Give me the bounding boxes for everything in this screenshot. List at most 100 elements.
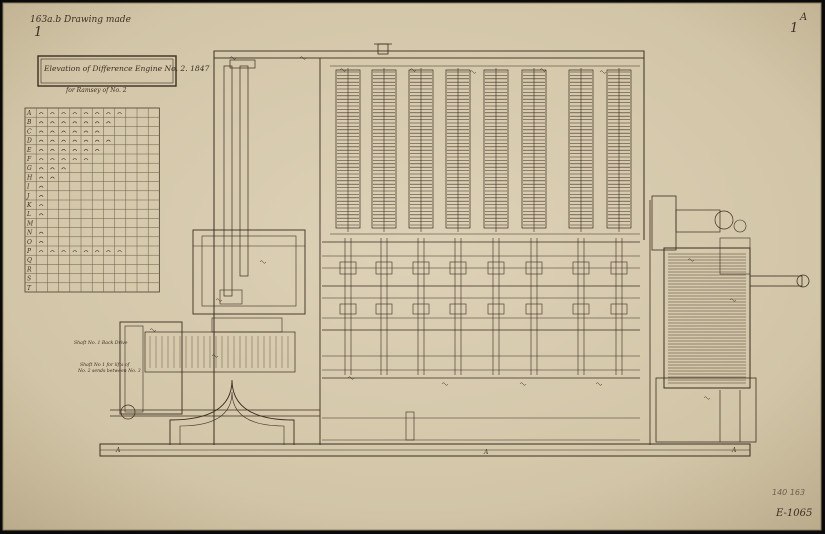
annotation-mark (599, 70, 607, 74)
table-entry-mark (72, 121, 78, 124)
drive-handle-knob (796, 274, 810, 288)
arch-stand-inner (179, 391, 285, 445)
table-entry-mark (38, 250, 44, 253)
table-entry-mark (72, 130, 78, 133)
table-entry-mark (38, 176, 44, 179)
table-entry-mark (94, 112, 100, 115)
annotation-mark (519, 382, 527, 386)
table-entry-mark (83, 130, 89, 133)
table-row-label: G (27, 165, 32, 172)
table-entry-mark (38, 195, 44, 197)
annotation-mark (339, 68, 347, 72)
annotation-mark (215, 298, 223, 302)
table-entry-mark (83, 112, 89, 115)
annotation-shaft-2: Shaft No 1 for lifts of (80, 362, 131, 368)
table-entry-mark (50, 121, 55, 124)
table-entry-mark (83, 250, 89, 253)
table-entry-mark (94, 130, 100, 133)
annotation-mark (149, 328, 157, 332)
table-entry-mark (38, 185, 44, 188)
table-entry-mark (50, 139, 55, 142)
figure-wheel-column (606, 69, 632, 229)
arch-stand (169, 379, 295, 445)
upper-gear (714, 210, 734, 230)
base-label-a1: A (115, 447, 121, 454)
drawing-subtitle: for Ramsey of No. 2 (65, 87, 127, 94)
annotation-mark (347, 376, 355, 380)
figure-wheel-column (445, 69, 471, 229)
table-entry-mark (72, 112, 78, 115)
table-entry-mark (38, 112, 44, 115)
carriage-block (375, 303, 393, 315)
base-label-a2: A (483, 449, 489, 456)
printing-block (219, 289, 243, 305)
crank-wheel (120, 404, 136, 420)
title-cartouche: Elevation of Difference Engine No. 2. 18… (37, 55, 210, 94)
vertical-shaft (239, 65, 249, 277)
table-entry-mark (38, 130, 44, 133)
museum-reference: E-1065 (775, 508, 812, 519)
table-entry-mark (38, 158, 44, 161)
printing-frame-inner (201, 235, 297, 307)
table-entry-mark (117, 250, 122, 253)
base-label-a3: A (731, 447, 737, 454)
crank-housing (119, 321, 183, 415)
table-entry-mark (61, 112, 66, 115)
table-row-label: B (26, 119, 32, 126)
annotation-mark (259, 260, 267, 264)
table-entry-mark (72, 158, 78, 161)
table-row-label: A (26, 110, 32, 117)
figure-wheel-column (408, 69, 434, 229)
table-entry-mark (38, 167, 44, 170)
table-entry-mark (72, 250, 78, 253)
table-entry-mark (61, 149, 66, 151)
figure-wheel-column (521, 69, 547, 229)
table-entry-mark (106, 121, 111, 124)
drawing-title: Elevation of Difference Engine No. 2. 18… (43, 64, 210, 73)
table-row-label: C (27, 128, 32, 135)
corner-number-right: 1 (790, 21, 798, 36)
table-entry-mark (38, 204, 44, 207)
table-entry-mark (50, 130, 55, 133)
carriage-block (412, 303, 430, 315)
table-entry-mark (83, 158, 89, 161)
table-row-label: Q (27, 257, 32, 264)
carriage-block (525, 303, 543, 315)
carriage-block (339, 303, 357, 315)
table-entry-mark (61, 139, 66, 142)
table-entry-mark (83, 139, 89, 142)
drive-handle-shaft (749, 275, 803, 287)
annotation-mark (595, 382, 603, 386)
crank-housing-inner (124, 325, 144, 413)
table-row-label: H (26, 174, 33, 181)
table-entry-mark (94, 149, 100, 151)
upper-gear-housing (675, 209, 721, 233)
table-entry-mark (50, 149, 55, 151)
carriage-block (610, 303, 628, 315)
gear-stack-frame (663, 247, 751, 389)
carriage-block (449, 303, 467, 315)
table-entry-mark (61, 167, 66, 170)
table-row-label: F (26, 156, 32, 163)
annotation-shaft-1: Shaft No. 1 Back Drive (74, 340, 128, 346)
table-row-label: R (26, 266, 32, 273)
table-entry-mark (50, 158, 55, 161)
figure-wheel-column (371, 69, 397, 229)
gear-bracket (719, 237, 751, 275)
annotation-mark (687, 258, 695, 262)
annotation-mark (469, 70, 477, 74)
table-row-label: D (26, 138, 32, 145)
annotation-mark (229, 56, 237, 60)
carriage-block (487, 303, 505, 315)
table-entry-mark (72, 149, 78, 151)
figure-wheel-column (568, 69, 594, 229)
shaft-bracket (229, 59, 256, 69)
table-entry-mark (106, 112, 111, 115)
table-entry-mark (83, 121, 89, 124)
table-entry-mark (61, 130, 66, 133)
table-row-label: T (27, 285, 32, 292)
pencil-note: 140 163 (772, 488, 805, 497)
table-entry-mark (50, 250, 55, 253)
table-entry-mark (50, 112, 55, 115)
printing-frame (192, 229, 306, 315)
